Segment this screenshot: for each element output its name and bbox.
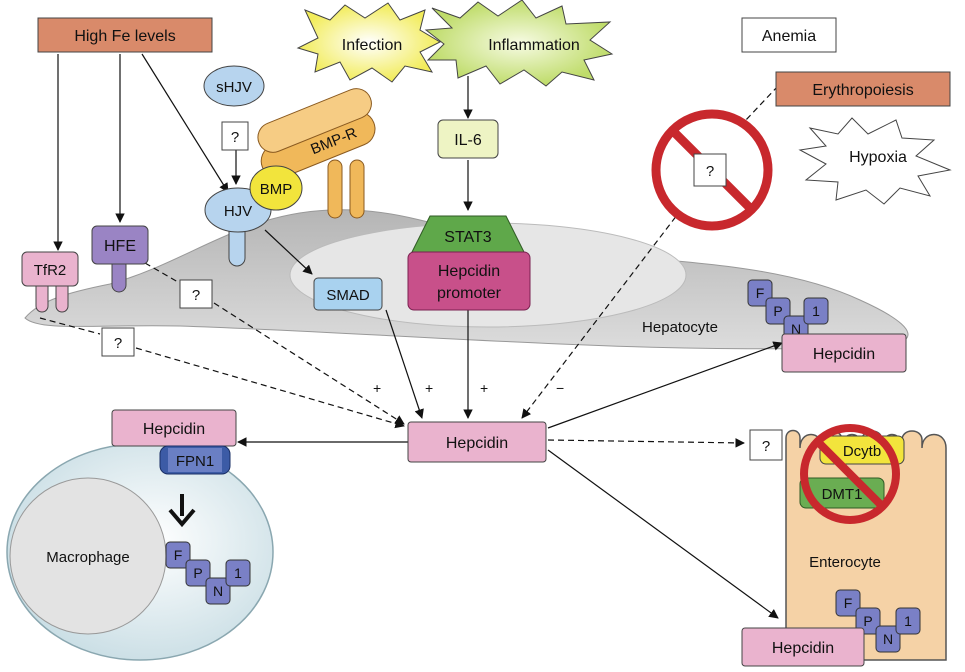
fpn-letter-p: P bbox=[863, 613, 872, 629]
question-mark-enterocyte: ? bbox=[762, 438, 770, 455]
hepcidin-central-label: Hepcidin bbox=[446, 435, 508, 452]
fpn-complex-macrophage: F P N 1 bbox=[165, 541, 251, 605]
hepcidin-enterocyte-label: Hepcidin bbox=[772, 640, 834, 657]
hepcidin-hepatocyte-box bbox=[781, 333, 907, 373]
question-box-hfe bbox=[179, 279, 213, 309]
tfr2-label: TfR2 bbox=[34, 262, 67, 279]
il6-box bbox=[437, 119, 499, 159]
fpn-letter-1: 1 bbox=[812, 303, 820, 319]
question-mark-hjv: ? bbox=[231, 129, 239, 146]
fpn-letter-n: N bbox=[791, 321, 801, 337]
erythropoiesis-box bbox=[775, 71, 951, 107]
fpn-letter-n: N bbox=[883, 631, 893, 647]
enterocyte-label: Enterocyte bbox=[809, 554, 881, 571]
fpn-letter-f: F bbox=[174, 547, 183, 563]
fpn-letter-1: 1 bbox=[234, 565, 242, 581]
question-box-erythropoiesis bbox=[693, 153, 727, 187]
question-box-tfr2 bbox=[101, 327, 135, 357]
anemia-label: Anemia bbox=[762, 28, 816, 45]
shjv-label: sHJV bbox=[216, 79, 252, 96]
dcytb-label: Dcytb bbox=[843, 443, 881, 460]
question-mark-tfr2: ? bbox=[114, 335, 122, 352]
erythropoiesis-label: Erythropoiesis bbox=[812, 82, 913, 99]
hepcidin-promoter-box bbox=[407, 251, 531, 311]
question-box-enterocyte bbox=[749, 429, 783, 461]
hepcidin-promoter-line1: Hepcidin bbox=[438, 263, 500, 280]
high-fe-label: High Fe levels bbox=[74, 28, 175, 45]
hepcidin-enterocyte-box bbox=[741, 627, 865, 667]
hepcidin-hepatocyte-label: Hepcidin bbox=[813, 346, 875, 363]
macrophage-label: Macrophage bbox=[46, 549, 129, 566]
hepatocyte-label: Hepatocyte bbox=[642, 319, 718, 336]
infection-label: Infection bbox=[342, 37, 402, 54]
inflammation-label: Inflammation bbox=[488, 37, 580, 54]
hfe-box bbox=[91, 225, 149, 265]
infection-burst bbox=[296, 2, 442, 83]
bmp-label: BMP bbox=[260, 181, 293, 198]
fpn1-label: FPN1 bbox=[176, 453, 214, 470]
hepcidin-macrophage-label: Hepcidin bbox=[143, 421, 205, 438]
tfr2-box bbox=[21, 251, 79, 287]
fpn-complex-enterocyte: F P N 1 bbox=[835, 589, 921, 653]
fpn-letter-1: 1 bbox=[904, 613, 912, 629]
plus-sign-3: + bbox=[480, 380, 488, 396]
fpn-complex-hepatocyte: F P N 1 bbox=[747, 279, 829, 343]
hepcidin-promoter-line2: promoter bbox=[437, 285, 502, 302]
internalization-arrow bbox=[168, 494, 196, 528]
plus-sign-1: + bbox=[373, 380, 381, 396]
fpn-letter-p: P bbox=[773, 303, 782, 319]
smad-box bbox=[313, 277, 383, 311]
dmt1-label: DMT1 bbox=[822, 486, 863, 503]
minus-sign: − bbox=[556, 380, 564, 396]
question-mark-hfe: ? bbox=[192, 287, 200, 304]
il6-label: IL-6 bbox=[454, 132, 482, 149]
hypoxia-label: Hypoxia bbox=[849, 149, 907, 166]
hjv-label: HJV bbox=[224, 203, 252, 220]
hfe-label: HFE bbox=[104, 238, 136, 255]
fpn1-bar-inner bbox=[168, 448, 222, 472]
question-mark-erythropoiesis: ? bbox=[706, 163, 714, 180]
connectors bbox=[53, 53, 783, 619]
question-box-hjv bbox=[221, 121, 249, 151]
anemia-box bbox=[741, 17, 837, 53]
stat3-label: STAT3 bbox=[444, 229, 492, 246]
high-fe-box bbox=[37, 17, 213, 53]
plus-sign-2: + bbox=[425, 380, 433, 396]
prohibition-sign-enterocyte bbox=[800, 424, 900, 524]
smad-label: SMAD bbox=[326, 287, 370, 304]
bmp-oval bbox=[249, 165, 303, 211]
fpn-letter-p: P bbox=[193, 565, 202, 581]
hypoxia-burst bbox=[798, 117, 952, 205]
fpn-letter-n: N bbox=[213, 583, 223, 599]
inflammation-burst bbox=[424, 0, 614, 87]
fpn-letter-f: F bbox=[756, 285, 765, 301]
shjv-oval bbox=[203, 65, 265, 107]
fpn-letter-f: F bbox=[844, 595, 853, 611]
hepcidin-central-box bbox=[407, 421, 547, 463]
